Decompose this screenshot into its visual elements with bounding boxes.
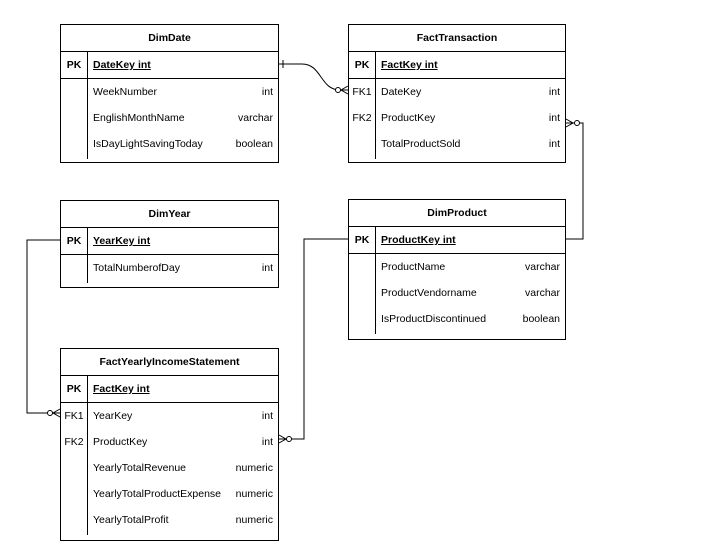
key-label: PK [354, 234, 370, 246]
relationship-date-line [279, 63, 348, 91]
field-type: numeric [235, 462, 273, 474]
field-type: numeric [235, 514, 273, 526]
field-type: int [261, 86, 273, 98]
table-facttransaction[interactable]: FactTransaction PK FactKey int FK1 DateK… [348, 24, 566, 163]
field-row[interactable]: FK2 ProductKey int [61, 429, 278, 455]
field-name: ProductName [381, 261, 446, 273]
field-row[interactable]: TotalNumberofDay int [61, 255, 278, 281]
field-name: EnglishMonthName [93, 112, 185, 124]
field-type: varchar [524, 261, 560, 273]
key-label: PK [354, 59, 370, 71]
many-crowfoot [339, 85, 349, 95]
table-title: FactYearlyIncomeStatement [61, 349, 278, 376]
pk-row[interactable]: PK DateKey int [61, 52, 278, 79]
field-name: ProductKey [93, 436, 148, 448]
field-type: int [548, 138, 560, 150]
zero-marker [286, 436, 292, 442]
field-name: FactKey int [93, 383, 150, 395]
field-name: DateKey [381, 86, 422, 98]
pk-row[interactable]: PK ProductKey int [349, 227, 565, 254]
field-type: int [548, 112, 560, 124]
field-type: numeric [235, 488, 273, 500]
many-crowfoot [565, 118, 575, 128]
key-column-divider [87, 227, 88, 283]
field-type: int [261, 262, 273, 274]
key-label: FK1 [352, 86, 372, 98]
field-row[interactable]: IsProductDiscontinued boolean [349, 306, 565, 332]
field-name: ProductKey int [381, 234, 456, 246]
table-title: FactTransaction [349, 25, 565, 52]
field-row[interactable]: YearlyTotalProfit numeric [61, 507, 278, 533]
field-name: IsDayLightSavingToday [93, 138, 203, 150]
zero-marker [574, 120, 580, 126]
pk-row[interactable]: PK FactKey int [61, 376, 278, 403]
field-row[interactable]: WeekNumber int [61, 79, 278, 105]
table-factyearlyincomestatement[interactable]: FactYearlyIncomeStatement PK FactKey int… [60, 348, 279, 541]
field-type: int [261, 436, 273, 448]
field-type: int [261, 410, 273, 422]
field-row[interactable]: EnglishMonthName varchar [61, 105, 278, 131]
key-label: PK [66, 235, 82, 247]
table-title: DimProduct [349, 200, 565, 227]
key-column-divider [375, 226, 376, 334]
field-type: varchar [524, 287, 560, 299]
table-title: DimYear [61, 201, 278, 228]
field-name: YearKey int [93, 235, 151, 247]
field-row[interactable]: IsDayLightSavingToday boolean [61, 131, 278, 157]
field-type: varchar [237, 112, 273, 124]
zero-marker [47, 410, 53, 416]
table-dimyear[interactable]: DimYear PK YearKey int TotalNumberofDay … [60, 200, 279, 288]
field-type: int [548, 86, 560, 98]
table-title: DimDate [61, 25, 278, 52]
relationship-product-yearly-line [279, 238, 348, 440]
table-dimproduct[interactable]: DimProduct PK ProductKey int ProductName… [348, 199, 566, 340]
field-name: ProductKey [381, 112, 436, 124]
key-label: FK2 [64, 436, 84, 448]
key-label: PK [66, 59, 82, 71]
key-column-divider [87, 51, 88, 159]
key-column-divider [87, 375, 88, 535]
field-name: YearlyTotalProductExpense [93, 488, 222, 500]
field-row[interactable]: FK1 DateKey int [349, 79, 565, 105]
field-name: TotalNumberofDay [93, 262, 180, 274]
pk-row[interactable]: PK YearKey int [61, 228, 278, 255]
pk-row[interactable]: PK FactKey int [349, 52, 565, 79]
field-row[interactable]: ProductName varchar [349, 254, 565, 280]
relationship-year-line [26, 239, 60, 414]
relationship-product-transaction-line [566, 122, 584, 240]
many-crowfoot [278, 434, 288, 444]
field-name: IsProductDiscontinued [381, 313, 487, 325]
key-column-divider [375, 51, 376, 159]
field-name: WeekNumber [93, 86, 157, 98]
field-name: DateKey int [93, 59, 151, 71]
field-type: boolean [235, 138, 273, 150]
many-crowfoot [51, 408, 61, 418]
field-name: ProductVendorname [381, 287, 477, 299]
field-row[interactable]: FK2 ProductKey int [349, 105, 565, 131]
field-row[interactable]: ProductVendorname varchar [349, 280, 565, 306]
zero-marker [335, 87, 341, 93]
field-type: boolean [522, 313, 560, 325]
field-row[interactable]: YearlyTotalProductExpense numeric [61, 481, 278, 507]
field-name: YearlyTotalRevenue [93, 462, 187, 474]
key-label: FK2 [352, 112, 372, 124]
field-name: FactKey int [381, 59, 438, 71]
field-name: YearKey [93, 410, 133, 422]
field-name: YearlyTotalProfit [93, 514, 169, 526]
field-row[interactable]: FK1 YearKey int [61, 403, 278, 429]
field-row[interactable]: YearlyTotalRevenue numeric [61, 455, 278, 481]
key-label: PK [66, 383, 82, 395]
key-label: FK1 [64, 410, 84, 422]
field-row[interactable]: TotalProductSold int [349, 131, 565, 157]
field-name: TotalProductSold [381, 138, 461, 150]
table-dimdate[interactable]: DimDate PK DateKey int WeekNumber int En… [60, 24, 279, 163]
